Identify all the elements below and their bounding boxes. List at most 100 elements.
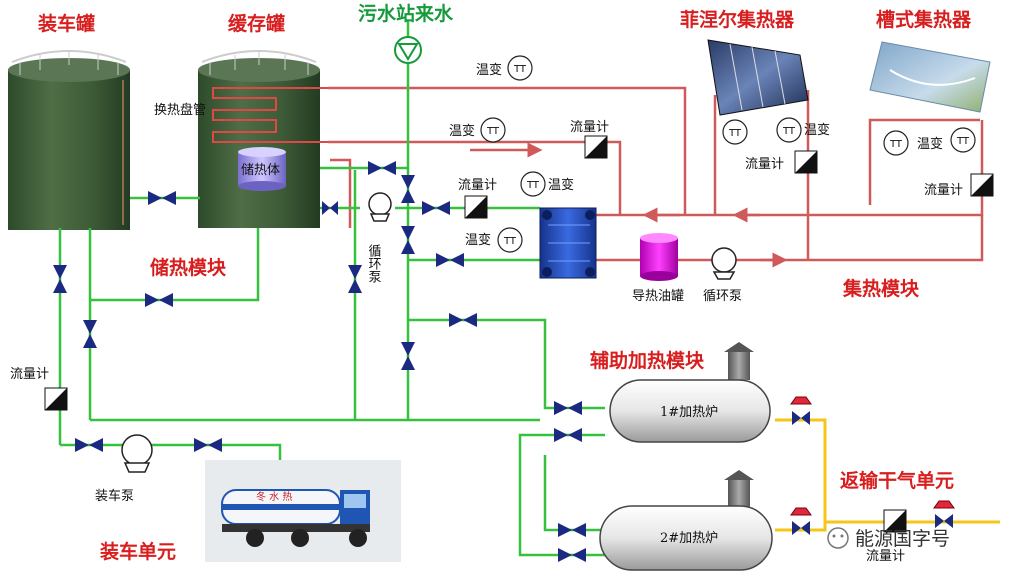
plate-heat-exchanger — [539, 207, 597, 279]
heat-coil — [212, 87, 328, 143]
circulation-pump-right — [711, 247, 737, 280]
flow-meter-icon — [883, 509, 907, 533]
label-temp: 温变 — [917, 136, 943, 152]
label-heat-coil: 换热盘管 — [154, 102, 206, 118]
label-temp: 温变 — [465, 232, 491, 248]
flow-meter-icon — [464, 195, 488, 219]
section-collector-module: 集热模块 — [842, 277, 920, 300]
label-heater-2: 2#加热炉 — [660, 531, 718, 546]
heater-1 — [609, 342, 771, 443]
label-temp: 温变 — [548, 177, 574, 193]
buffer-tank — [198, 50, 320, 228]
section-storage-module: 储热模块 — [150, 256, 227, 279]
flow-meter-icon — [44, 387, 68, 411]
valve — [449, 313, 477, 327]
tt-gauge — [776, 117, 802, 143]
flow-meters — [44, 135, 994, 533]
tt-labels: TT TT TT TT TT TT TT TT — [486, 64, 970, 247]
tt-gauge — [950, 127, 976, 153]
hot-oil-pipes — [328, 86, 984, 268]
title-fresnel-collector: 菲涅尔集热器 — [680, 8, 795, 31]
gas-pipe — [775, 418, 1000, 532]
loading-tank — [8, 50, 130, 230]
heat-storage-body — [238, 147, 286, 191]
valve — [558, 523, 586, 537]
sewage-inlet-pump-icon — [394, 36, 422, 64]
watermark: 能源国字号 — [827, 527, 950, 550]
titles: 装车罐 缓存罐 污水站来水 菲涅尔集热器 槽式集热器 — [37, 2, 972, 35]
valve — [401, 226, 415, 254]
tt-text: TT — [503, 236, 517, 247]
circulation-pump-left — [368, 192, 392, 222]
valve — [145, 293, 173, 307]
tt-gauge — [497, 227, 523, 253]
label-circ-pump-right: 循环泵 — [703, 289, 742, 304]
flow-meter-icon — [794, 150, 818, 174]
valve — [436, 253, 464, 267]
section-loading-unit: 装车单元 — [99, 540, 176, 563]
truck-text: 冬 水 热 — [256, 490, 292, 503]
valve — [792, 411, 810, 425]
label-heater-1: 1#加热炉 — [660, 405, 718, 420]
actuated-valve-heads — [790, 396, 955, 516]
label-oil-tank: 导热油罐 — [632, 289, 684, 304]
component-labels: 换热盘管 储热体 循环泵 导热油罐 循环泵 装车泵 1#加热炉 2#加热炉 温变… — [10, 62, 963, 564]
heater-2 — [599, 470, 773, 571]
tt-text: TT — [486, 126, 500, 137]
tt-gauge — [883, 130, 909, 156]
valve — [194, 438, 222, 452]
fresnel-collector-image — [707, 39, 809, 116]
valve — [935, 514, 953, 528]
title-buffer-tank: 缓存罐 — [228, 12, 285, 35]
tt-text: TT — [889, 139, 903, 150]
valve — [558, 548, 586, 562]
section-labels: 储热模块 集热模块 辅助加热模块 返输干气单元 装车单元 — [99, 256, 954, 563]
tt-gauge — [480, 117, 506, 143]
label-flow: 流量计 — [10, 367, 49, 382]
title-loading-tank: 装车罐 — [37, 12, 95, 35]
flow-meter-icon — [970, 173, 994, 197]
valve — [53, 265, 67, 293]
tt-text: TT — [728, 128, 742, 139]
tt-text: TT — [782, 126, 796, 137]
label-flow: 流量计 — [458, 178, 497, 193]
tt-text: TT — [513, 64, 527, 75]
label-circ-pump-left: 循环泵 — [366, 244, 382, 283]
valve — [368, 161, 396, 175]
water-truck-image: 冬 水 热 — [205, 460, 401, 562]
label-temp: 温变 — [476, 62, 502, 78]
loading-pump — [121, 434, 153, 473]
trough-collector-image — [869, 41, 991, 113]
valve — [75, 438, 103, 452]
valve — [401, 342, 415, 370]
section-return-gas-unit: 返输干气单元 — [840, 469, 954, 492]
valves — [53, 161, 953, 562]
label-heat-storage-body: 储热体 — [241, 163, 280, 178]
label-temp: 温变 — [449, 123, 475, 139]
section-aux-heating-module: 辅助加热模块 — [590, 349, 705, 372]
label-temp: 温变 — [804, 122, 830, 138]
title-trough-collector: 槽式集热器 — [876, 8, 972, 31]
label-flow: 流量计 — [745, 157, 784, 172]
label-flow: 流量计 — [570, 120, 609, 135]
tt-text: TT — [956, 136, 970, 147]
valve — [322, 201, 338, 215]
valve — [422, 201, 450, 215]
label-flow: 流量计 — [924, 183, 963, 198]
tt-gauge — [722, 119, 748, 145]
watermark-text: 能源国字号 — [855, 528, 950, 550]
tt-text: TT — [526, 180, 540, 191]
title-sewage-inlet: 污水站来水 — [358, 2, 454, 25]
tt-gauge — [520, 171, 546, 197]
flow-meter-icon — [584, 135, 608, 159]
valve — [401, 175, 415, 203]
valve — [83, 320, 97, 348]
thermal-oil-tank — [640, 233, 678, 281]
valve — [348, 265, 362, 293]
label-loading-pump: 装车泵 — [95, 488, 134, 504]
valve — [792, 521, 810, 535]
tt-gauge — [507, 55, 533, 81]
temp-transmitters — [480, 55, 976, 253]
label-flow: 流量计 — [866, 549, 905, 564]
